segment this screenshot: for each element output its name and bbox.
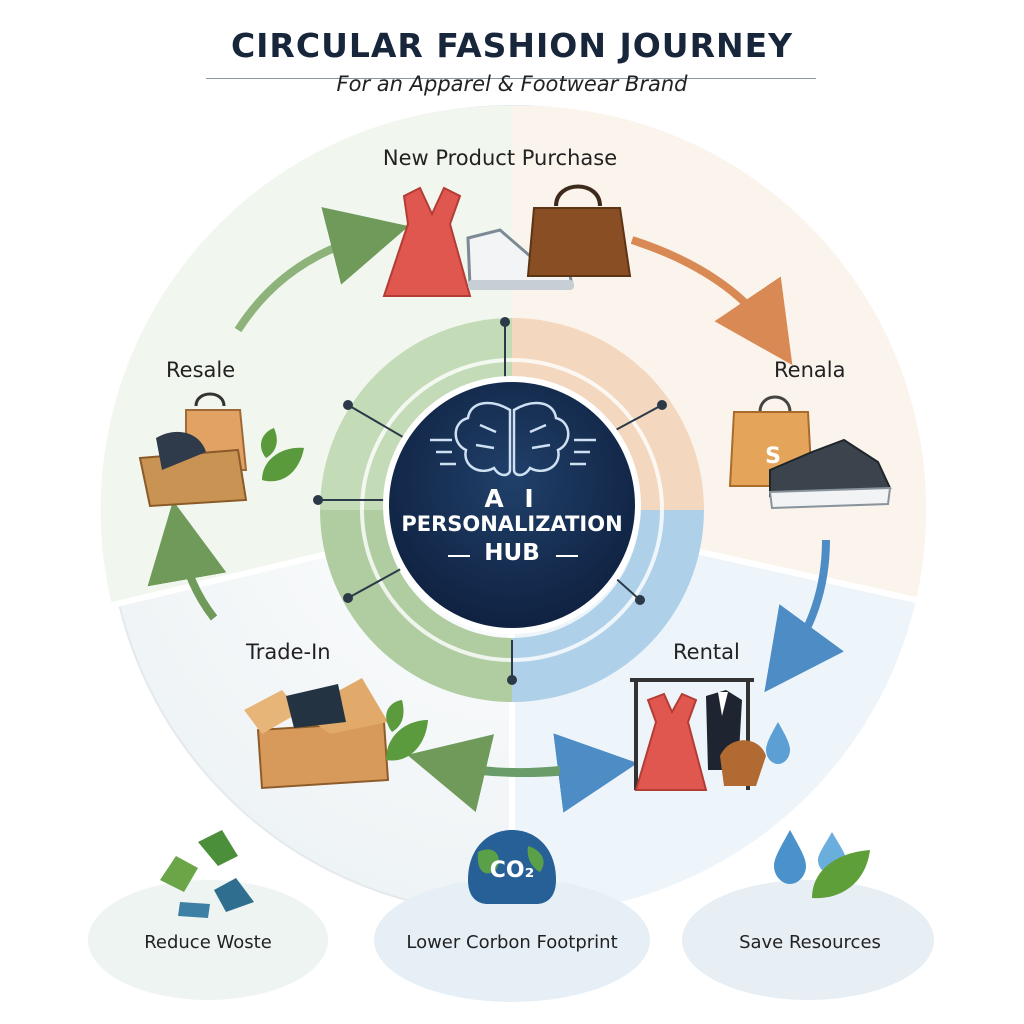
hub-disc	[383, 376, 641, 634]
dress-icon	[382, 186, 472, 297]
water-drop-icon-rental	[766, 722, 790, 764]
hub-title-line-3: HUB	[484, 540, 540, 566]
sneaker-icon-renala	[768, 438, 892, 510]
box-icon-resale	[138, 392, 248, 508]
stage-label-new-purchase: New Product Purchase	[382, 146, 618, 170]
arrow-tradein-to-resale	[147, 500, 227, 621]
stage-label-resale: Resale	[166, 358, 236, 382]
hub-title-line-2: PERSONALIZATION	[401, 512, 623, 536]
arrow-rental-to-tradein	[407, 734, 561, 813]
stage-label-renala: Renala	[774, 358, 846, 382]
title-rule	[206, 78, 816, 79]
benefit-bubble-3	[682, 880, 934, 1000]
arrow-new-to-renala	[630, 236, 793, 366]
page-title: CIRCULAR FASHION JOURNEY	[230, 26, 794, 65]
leaf-icon-resale	[260, 428, 304, 482]
arrow-renala-to-rental	[764, 539, 844, 693]
leaf-icon-resources	[812, 850, 870, 899]
co2-label: CO₂	[489, 858, 535, 883]
hub-ring	[320, 318, 704, 702]
benefit-bubble-1	[88, 880, 328, 1000]
benefit-reduce-waste: Reduce Woste	[144, 932, 272, 953]
hub-connectors	[313, 317, 667, 685]
brain-icon	[430, 401, 596, 477]
box-icon-tradein	[244, 678, 390, 790]
handbag-icon	[526, 184, 632, 277]
clothes-rack-icon	[630, 678, 766, 791]
page-subtitle: For an Apparel & Footwear Brand	[336, 72, 688, 96]
arrow-resale-to-new	[234, 207, 409, 333]
stage-label-rental: Rental	[673, 640, 740, 664]
benefit-lower-carbon: Lower Corbon Footprint	[406, 932, 618, 953]
recycle-icon	[160, 830, 254, 918]
benefit-bubble-2	[374, 878, 650, 1002]
globe-icon	[468, 830, 556, 904]
hub-title-line-1: A I	[484, 484, 540, 513]
stage-label-trade-in: Trade-In	[246, 640, 331, 664]
benefit-save-resources: Save Resources	[739, 932, 881, 953]
bag-letter: S	[765, 444, 781, 469]
leaf-icon-tradein	[386, 700, 428, 761]
